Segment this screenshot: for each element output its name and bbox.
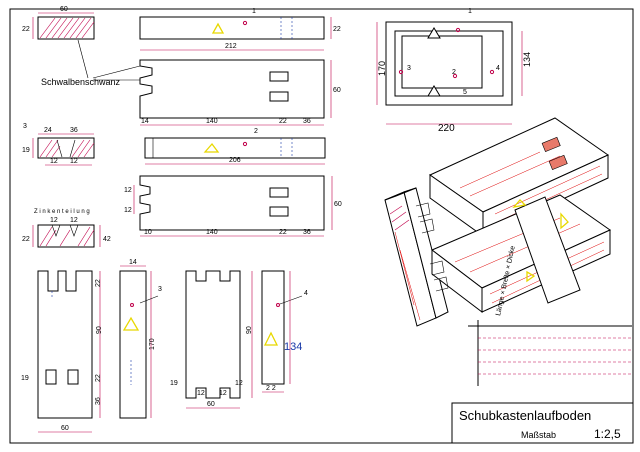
title-block: Schubkastenlaufboden Maßstab 1:2,5: [451, 402, 634, 444]
section-part1: 60 22: [22, 6, 95, 40]
dim-v3-12c: 12: [235, 380, 243, 387]
dim-v3-90: 90: [246, 326, 253, 334]
dim-low-22: 22: [279, 229, 287, 236]
dim-frame-170: 170: [377, 61, 387, 76]
dim-mid-22: 22: [279, 118, 287, 125]
dim-frame-134: 134: [522, 52, 532, 67]
dim-v3-12a: 12: [197, 390, 205, 397]
dim-sec-19: 19: [22, 147, 30, 154]
dim-mid-height: 60: [333, 87, 341, 94]
scale-label: Maßstab: [521, 430, 556, 440]
frame-number-4: 4: [496, 65, 500, 72]
dim-v1-22b: 22: [95, 374, 102, 382]
dim-v1-36: 36: [95, 397, 102, 405]
scale-value: 1:2,5: [594, 427, 621, 441]
dim-v1-90: 90: [96, 326, 103, 334]
dim-top-length: 212: [225, 43, 237, 50]
dim-z-42: 42: [103, 236, 111, 243]
dim-v4-134: 134: [284, 341, 302, 353]
dim-v2-3: 3: [158, 286, 162, 293]
dim-v3-60: 60: [207, 401, 215, 408]
part-number-2: 2: [254, 128, 258, 135]
view-part3-front: 90 19 12 12 12 60: [170, 270, 253, 409]
dim-z-12b: 12: [70, 217, 78, 224]
frame-number-3: 3: [407, 65, 411, 72]
dim-low-12a: 12: [124, 187, 132, 194]
dim-low-10: 10: [144, 229, 152, 236]
frame-number-1: 1: [468, 8, 472, 15]
label-zinken: Z i n k e n t e i l u n g: [34, 209, 90, 215]
part1-front-view: 14 140 22 36 60: [139, 59, 341, 126]
part2-front-view: 12 12 10 140 22 36 60: [124, 175, 342, 237]
part2-top-view: 2 206: [144, 128, 326, 165]
dim-v1-60: 60: [61, 425, 69, 432]
isometric-assembly: Länge × Breite × Dicke: [384, 117, 612, 327]
dim-sec-24: 24: [44, 127, 52, 134]
parts-list-table: [468, 320, 632, 386]
dim-low-height: 60: [334, 201, 342, 208]
dim-low-12b: 12: [124, 207, 132, 214]
frame-number-5: 5: [463, 89, 467, 96]
drawing-title: Schubkastenlaufboden: [459, 408, 591, 423]
view-part3-side: 14 170 3: [119, 259, 162, 419]
dim-v2-14: 14: [129, 259, 137, 266]
label-dovetail: Schwalbenschwanz: [41, 77, 121, 87]
sheet-border: [9, 8, 634, 444]
dim-v3-19: 19: [170, 380, 178, 387]
frame-number-2: 2: [452, 69, 456, 76]
dim-part2-length: 206: [229, 157, 241, 164]
frame-section-view: 1 3 2 4 5 170 134 220: [376, 8, 532, 134]
view-part1-end: 22 90 22 36 19 60: [21, 270, 103, 433]
dim-frame-220: 220: [438, 123, 455, 134]
dim-low-140: 140: [206, 229, 218, 236]
section-part2: 3 24 36 19 12 12: [22, 123, 95, 166]
dim-v2-170: 170: [149, 338, 156, 350]
dim-v4-22: 2 2: [266, 385, 276, 392]
view-part4-side: 4 134 2 2: [261, 270, 308, 393]
dim-z-12a: 12: [50, 217, 58, 224]
part1-top-view: 1 212 22: [139, 8, 341, 51]
dim-mid-14: 14: [141, 118, 149, 125]
dim-v1-22: 22: [95, 279, 102, 287]
part-number-1: 1: [252, 8, 256, 15]
dim-v1-19: 19: [21, 375, 29, 382]
dim-mid-140: 140: [206, 118, 218, 125]
dim-mid-36: 36: [303, 118, 311, 125]
dim-p1-width: 60: [60, 6, 68, 13]
dim-low-36: 36: [303, 229, 311, 236]
dim-p1-height: 22: [22, 26, 30, 33]
dim-top-height: 22: [333, 26, 341, 33]
dim-sec-12a: 12: [50, 158, 58, 165]
dim-v3-12b: 12: [219, 390, 227, 397]
dim-z-22: 22: [22, 236, 30, 243]
dim-sec-36: 36: [70, 127, 78, 134]
dim-sec-12b: 12: [70, 158, 78, 165]
pin-layout-detail: Z i n k e n t e i l u n g 22 42 12 12: [22, 209, 111, 248]
dim-sec-3: 3: [23, 123, 27, 130]
dim-v4-4: 4: [304, 290, 308, 297]
